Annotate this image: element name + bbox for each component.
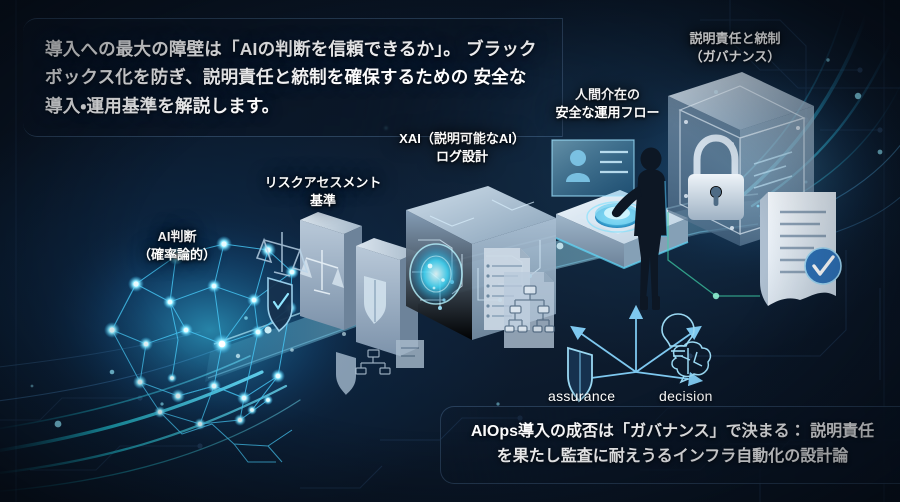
caption-text: AIOps導入の成否は「ガバナンス」で決まる： 説明責任を果たし監査に耐えうるイ… — [470, 422, 875, 466]
axis-label-decision: decision — [659, 388, 713, 404]
headline-text: 導入への最大の障壁は「AIの判断を信頼できるか」。 ブラックボックス化を防ぎ、説… — [45, 39, 537, 116]
caption-panel: AIOps導入の成否は「ガバナンス」で決まる： 説明責任を果たし監査に耐えうるイ… — [440, 405, 900, 484]
headline-panel: 導入への最大の障壁は「AIの判断を信頼できるか」。 ブラックボックス化を防ぎ、説… — [23, 18, 563, 138]
axis-label-assurance: assurance — [548, 388, 616, 404]
